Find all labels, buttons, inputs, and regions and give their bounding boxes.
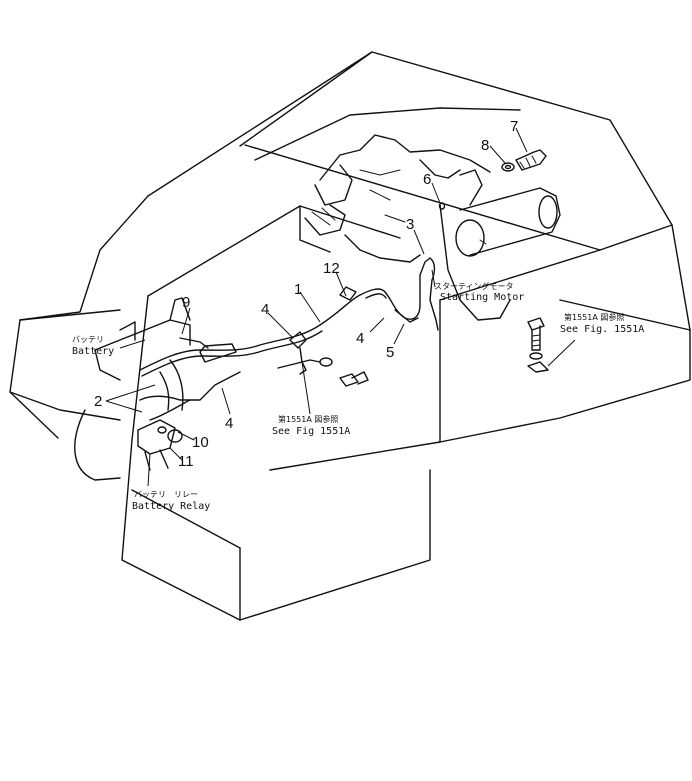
battery-relay-label-jp: バッテリ リレー [134, 490, 198, 499]
callout-7: 7 [510, 118, 518, 135]
callout-10: 10 [192, 434, 209, 451]
machine-frame [9, 51, 691, 621]
callout-2: 2 [94, 393, 102, 410]
battery [74, 297, 191, 481]
see-fig-right-jp: 第1551A 図参照 [564, 312, 624, 322]
callout-11: 11 [178, 453, 194, 470]
callout-6: 6 [423, 171, 431, 188]
bolt-7 [515, 149, 547, 171]
washer-8 [501, 162, 515, 172]
engine [304, 134, 491, 263]
battery-relay-label-en: Battery Relay [132, 501, 210, 512]
callout-9: 9 [182, 294, 190, 311]
battery-relay [137, 419, 183, 471]
callout-4-top: 4 [261, 301, 269, 318]
callout-3: 3 [406, 216, 414, 233]
see-fig-left-en: See Fig 1551A [272, 426, 350, 437]
callout-5: 5 [386, 344, 394, 361]
battery-label-en: Battery [72, 346, 114, 357]
battery-label-jp: バッテリ [72, 335, 104, 344]
starting-motor-label-jp: スターティングモータ [434, 281, 514, 291]
starting-motor-label-en: Starting Motor [440, 292, 524, 303]
clip-6 [438, 202, 446, 210]
see-fig-bolt [527, 317, 549, 373]
part-labels: バッテリ Battery バッテリ リレー Battery Relay スターテ… [72, 281, 644, 512]
clamp-assembly [277, 331, 369, 387]
see-fig-right-en: See Fig. 1551A [560, 324, 644, 335]
callout-8: 8 [481, 137, 489, 154]
callout-4-left: 4 [225, 415, 233, 432]
starting-motor [439, 169, 561, 321]
callout-12: 12 [323, 260, 340, 277]
see-fig-left-jp: 第1551A 図参照 [278, 414, 338, 424]
callout-4-right: 4 [356, 330, 364, 347]
leader-lines [105, 127, 576, 487]
wiring-harness [139, 257, 439, 421]
callouts: 7 8 6 3 12 1 4 4 5 4 9 2 10 11 [94, 118, 518, 470]
callout-1: 1 [294, 281, 302, 298]
